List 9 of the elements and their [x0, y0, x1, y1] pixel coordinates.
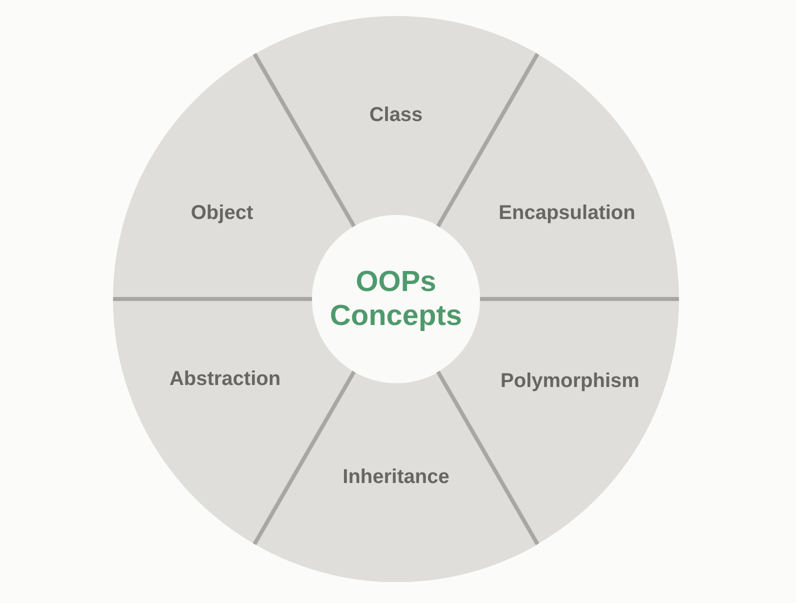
segment-label: Inheritance: [342, 464, 450, 489]
segment-label: Object: [190, 200, 254, 225]
center-label: OOPs Concepts: [328, 265, 464, 333]
wedge-segment: [113, 54, 354, 299]
segment-label: Encapsulation: [498, 200, 636, 225]
wedge-segment: [438, 54, 679, 299]
segment-label: Class: [369, 103, 423, 127]
segment-label: Polymorphism: [500, 369, 640, 393]
segment-label: Abstraction: [169, 367, 281, 391]
